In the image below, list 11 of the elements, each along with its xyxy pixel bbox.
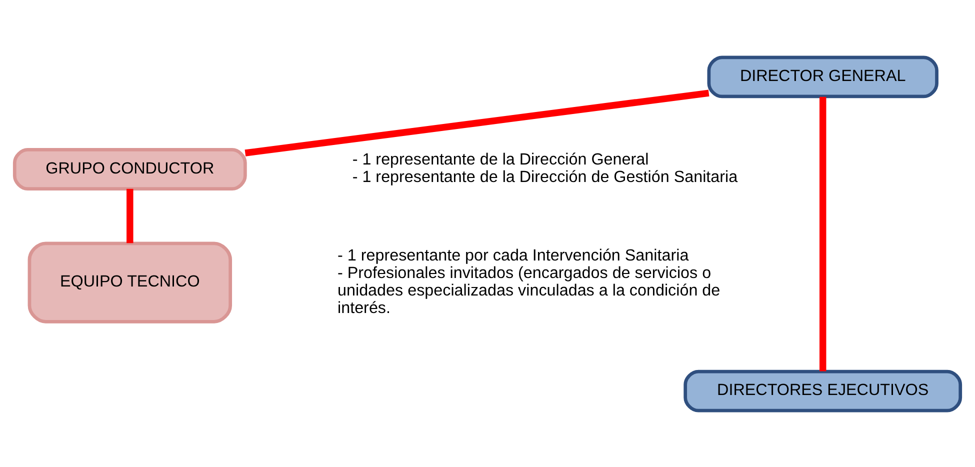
node-label: - 1 representante de la Dirección de Gestión Sanitaria bbox=[352, 168, 738, 186]
node-box: DIRECTOR GENERAL bbox=[707, 55, 938, 98]
node-box: GRUPO CONDUCTOR bbox=[12, 148, 247, 190]
node-label: - 1 representante de la Dirección General bbox=[352, 150, 649, 168]
node-label: - Profesionales invitados (encargados de servicios o unidades especializadas vinculadas a la condición de interés. bbox=[338, 263, 720, 316]
node-box: DIRECTORES EJECUTIVOS bbox=[684, 369, 962, 412]
connector bbox=[126, 188, 134, 243]
connector bbox=[819, 96, 826, 371]
node-box: EQUIPO TECNICO bbox=[28, 241, 232, 323]
node-label: - 1 representante por cada Intervención Sanitaria bbox=[338, 246, 689, 264]
connector bbox=[244, 89, 710, 156]
